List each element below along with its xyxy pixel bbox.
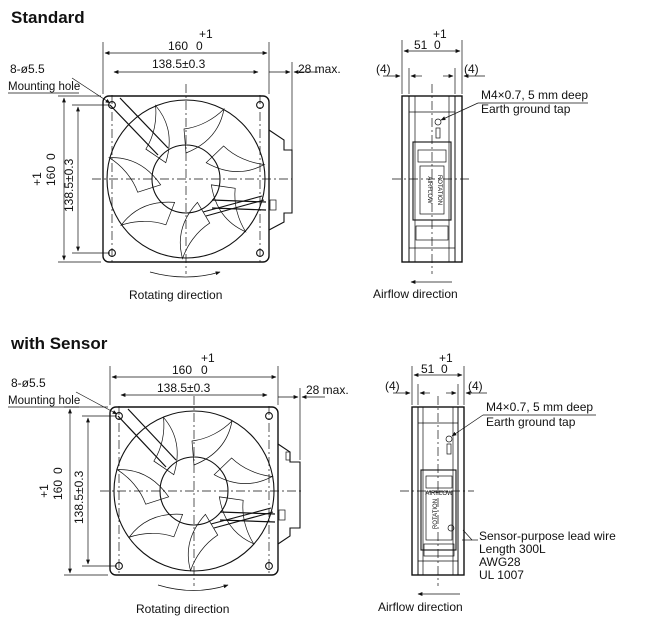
standard-hole-spec: 8-ø5.5 — [10, 62, 45, 76]
standard-side-left-inset: (4) — [376, 62, 391, 76]
standard-height-tol-lower: 0 — [44, 153, 58, 160]
sensor-section: with Sensor — [8, 334, 616, 616]
standard-front-view: +1 160 0 138.5±0.3 28 max. +1 160 0 138.… — [8, 27, 341, 302]
sensor-lead-wire-line-4: UL 1007 — [479, 568, 524, 582]
standard-height-tol-upper: +1 — [30, 172, 44, 186]
standard-airflow-label: Airflow direction — [373, 287, 458, 301]
standard-hole-label: Mounting hole — [8, 81, 80, 93]
sensor-height-tol-lower: 0 — [51, 467, 65, 474]
sensor-side-left-inset: (4) — [385, 379, 400, 393]
sensor-side-width-tol-lower: 0 — [441, 362, 448, 376]
standard-side-airflow-text: AIRFLOW — [426, 176, 432, 204]
sensor-side-right-inset: (4) — [468, 379, 483, 393]
sensor-lead-wire-line-2: Length 300L — [479, 542, 546, 556]
sensor-hole-label: Mounting hole — [8, 395, 80, 407]
standard-title: Standard — [11, 8, 85, 27]
sensor-depth-label: 28 max. — [306, 383, 349, 397]
sensor-height-pitch-dim: 138.5±0.3 — [72, 470, 86, 524]
sensor-title: with Sensor — [10, 334, 108, 353]
sensor-pitch-dim: 138.5±0.3 — [157, 381, 211, 395]
sensor-side-view: AIRFLOW ROTATION +1 51 0 (4) (4) — [378, 351, 616, 614]
sensor-side-rotation-text: ROTATION — [433, 499, 439, 529]
standard-tap-spec: M4×0.7, 5 mm deep — [481, 88, 588, 102]
standard-width-tol-lower: 0 — [196, 39, 203, 53]
sensor-width-tol-upper: +1 — [201, 351, 215, 365]
sensor-height-dim: 160 — [51, 480, 65, 500]
sensor-width-dim: 160 — [172, 363, 192, 377]
sensor-lead-wire-line-3: AWG28 — [479, 555, 521, 569]
sensor-side-width-tol-upper: +1 — [439, 351, 453, 365]
sensor-height-tol-upper: +1 — [37, 484, 51, 498]
sensor-side-airflow-text: AIRFLOW — [425, 491, 453, 497]
standard-pitch-dim: 138.5±0.3 — [152, 57, 206, 71]
standard-side-right-inset: (4) — [464, 62, 479, 76]
standard-width-tol-upper: +1 — [199, 27, 213, 41]
sensor-tap-label: Earth ground tap — [486, 415, 576, 429]
standard-rotation-label: Rotating direction — [129, 288, 222, 302]
sensor-airflow-label: Airflow direction — [378, 600, 463, 614]
standard-side-rotation-text: ROTATION — [436, 175, 442, 205]
sensor-tap-spec: M4×0.7, 5 mm deep — [486, 400, 593, 414]
sensor-lead-wire-line-1: Sensor-purpose lead wire — [479, 529, 616, 543]
sensor-side-width-dim: 51 — [421, 362, 435, 376]
sensor-rotation-label: Rotating direction — [136, 602, 229, 616]
standard-side-width-tol-upper: +1 — [433, 27, 447, 41]
standard-height-dim: 160 — [44, 166, 58, 186]
standard-height-pitch-dim: 138.5±0.3 — [62, 158, 76, 212]
standard-tap-label: Earth ground tap — [481, 102, 571, 116]
sensor-front-view: +1 160 0 138.5±0.3 28 max. +1 160 0 138.… — [8, 351, 349, 616]
standard-section: Standard — [8, 8, 588, 302]
standard-side-view: AIRFLOW ROTATION +1 51 0 (4) (4) M4×0.7,… — [373, 27, 588, 301]
standard-width-dim: 160 — [168, 39, 188, 53]
standard-side-width-tol-lower: 0 — [434, 38, 441, 52]
standard-depth-label: 28 max. — [298, 62, 341, 76]
sensor-hole-spec: 8-ø5.5 — [11, 376, 46, 390]
standard-side-width-dim: 51 — [414, 38, 428, 52]
sensor-width-tol-lower: 0 — [201, 363, 208, 377]
